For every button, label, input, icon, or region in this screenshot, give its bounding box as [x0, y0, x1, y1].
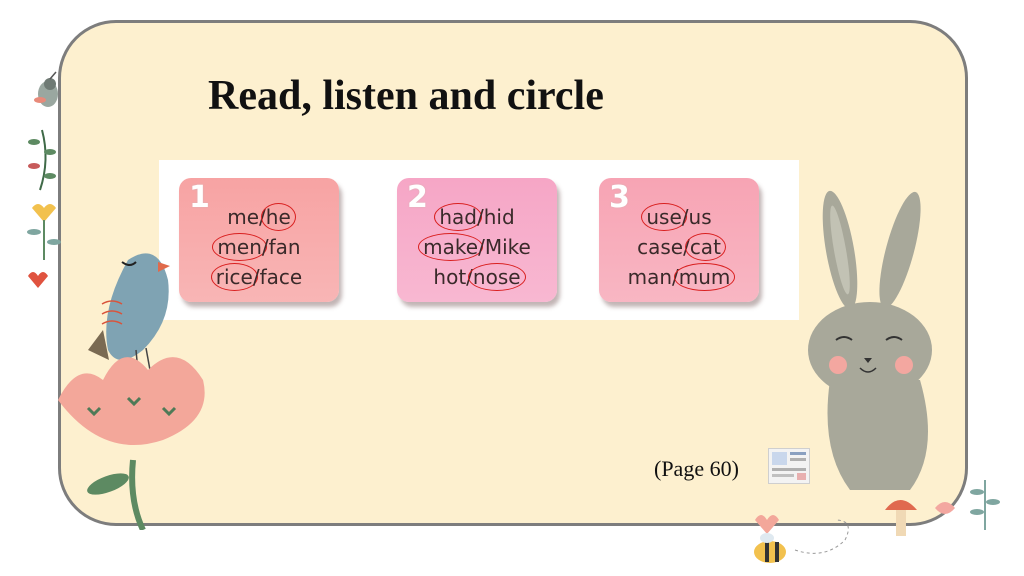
word-line: me/he: [179, 202, 339, 232]
heart-icon: [28, 272, 48, 288]
word-line: men/fan: [179, 232, 339, 262]
circled-word: mum: [673, 262, 735, 292]
circled-word: make: [418, 232, 484, 262]
bird-icon: [58, 253, 205, 530]
word: /hid: [476, 205, 515, 229]
circled-word: nose: [467, 262, 526, 292]
slide-title: Read, listen and circle: [208, 73, 604, 119]
circled-word: rice: [210, 262, 258, 292]
word-line: use/us: [599, 202, 759, 232]
card-number: 3: [609, 180, 630, 215]
word: hot/: [433, 265, 473, 289]
word: /us: [681, 205, 712, 229]
rabbit-icon: [808, 190, 932, 490]
word: /Mike: [478, 235, 531, 259]
bug-icon: [34, 71, 58, 107]
circled-word: he: [260, 202, 296, 232]
word-line: case/cat: [599, 232, 759, 262]
mushroom-icon: [885, 500, 917, 536]
page-reference: (Page 60): [654, 456, 739, 481]
card-number: 2: [407, 180, 428, 215]
worksheet-thumbnail-icon[interactable]: [768, 448, 810, 484]
circled-word: use: [641, 202, 688, 232]
leaf-icon: [27, 71, 61, 288]
circled-word: men: [212, 232, 268, 262]
word: /fan: [261, 235, 301, 259]
card-number: 1: [189, 180, 210, 215]
word: me: [227, 205, 260, 229]
word-line: man/mum: [599, 262, 759, 292]
word: man/: [627, 265, 679, 289]
bee-icon: [754, 480, 1000, 563]
flower-icon: [58, 357, 205, 530]
word: case/: [637, 235, 690, 259]
circled-word: had: [434, 202, 482, 232]
word-line: rice/face: [179, 262, 339, 292]
circled-word: cat: [684, 232, 727, 262]
word: /face: [252, 265, 303, 289]
word-line: had/hid: [397, 202, 557, 232]
word-line: make/Mike: [397, 232, 557, 262]
word-line: hot/nose: [397, 262, 557, 292]
